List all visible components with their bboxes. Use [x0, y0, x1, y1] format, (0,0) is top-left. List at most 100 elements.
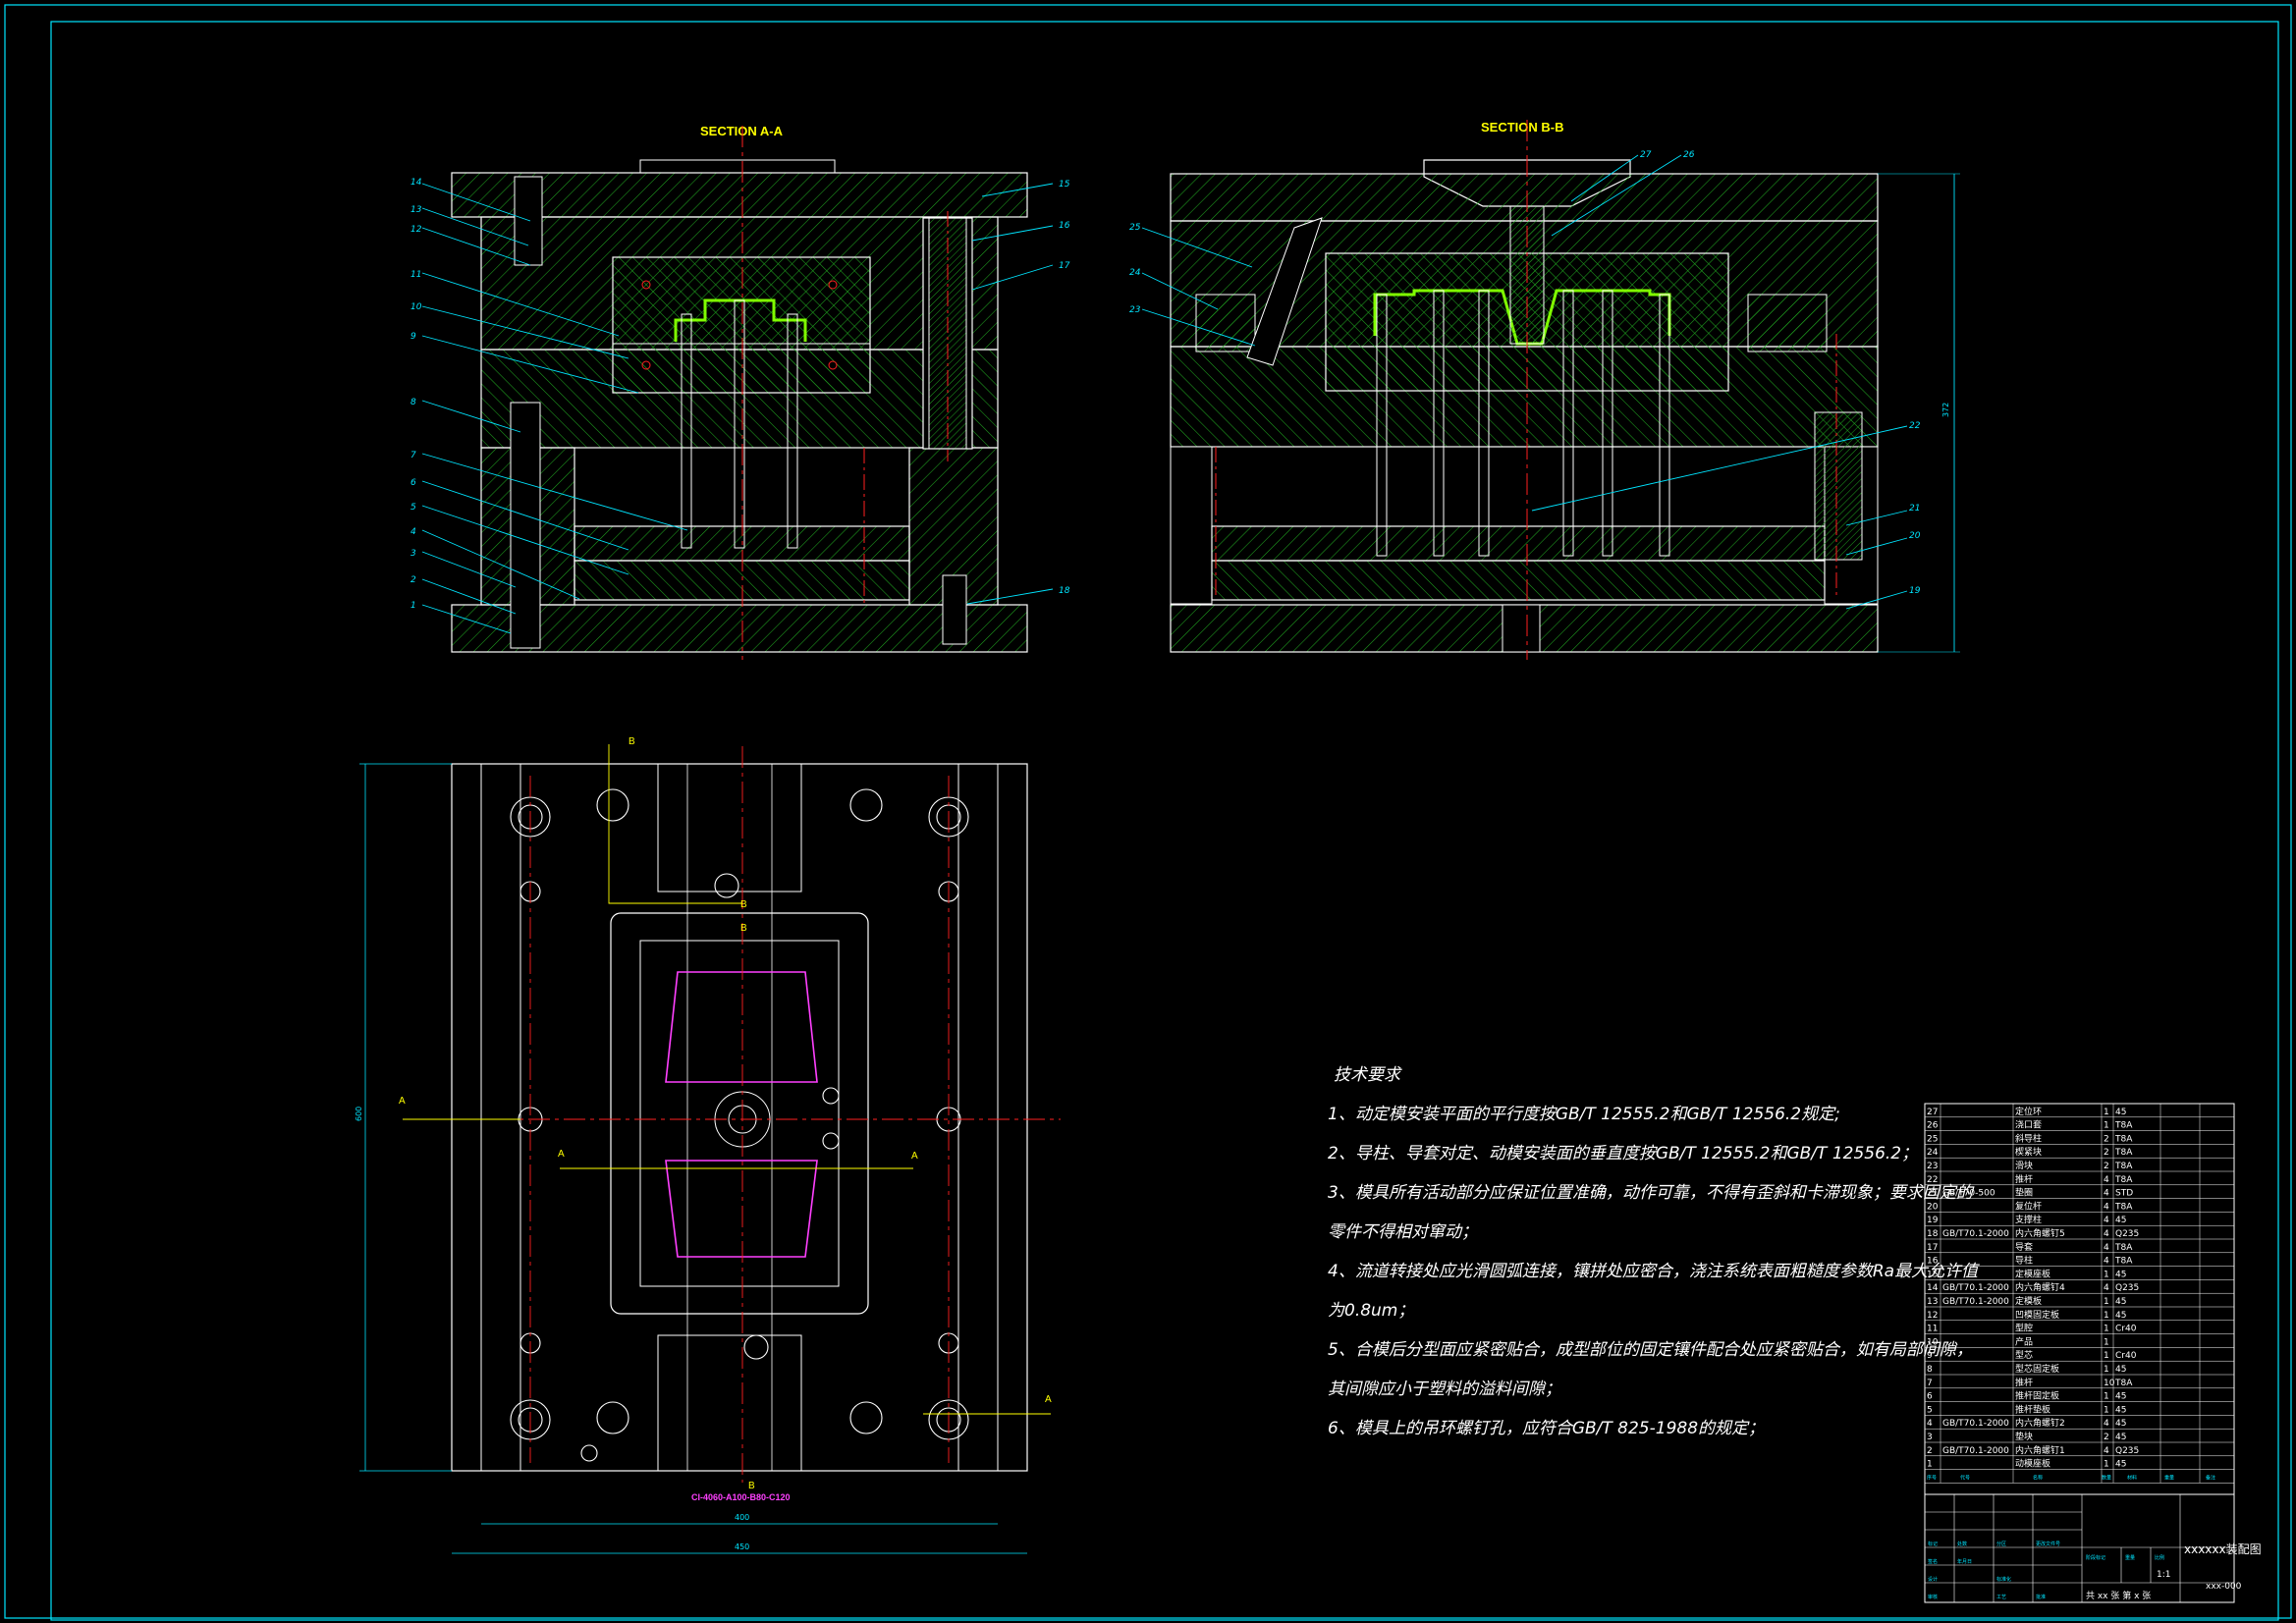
callout-b-21: 21	[1909, 504, 1920, 514]
callout-a-18: 18	[1059, 586, 1070, 596]
callout-a-17: 17	[1059, 261, 1070, 271]
bom-cell-qty: 4	[2104, 1257, 2109, 1267]
callout-a-3: 3	[410, 549, 416, 559]
dim-b-height: 372	[1941, 403, 1950, 417]
tb-label-weight: 重量	[2125, 1554, 2135, 1561]
bom-cell-name: 内六角螺钉2	[2015, 1417, 2065, 1429]
cut-mark-b1: B	[629, 736, 635, 747]
bom-cell-no: 5	[1927, 1405, 1933, 1415]
bom-cell-mat: T8A	[2114, 1162, 2133, 1171]
callout-a-7: 7	[410, 451, 416, 460]
bom-cell-mat: 45	[2115, 1405, 2126, 1415]
bom-cell-mat: 45	[2115, 1460, 2126, 1470]
sheet-count: 共 xx 张 第 x 张	[2086, 1590, 2151, 1601]
bom-cell-no: 9	[1927, 1351, 1933, 1361]
callout-a-5: 5	[410, 503, 416, 513]
bom-header-wt: 重量	[2164, 1474, 2174, 1481]
mold-base-label: CI-4060-A100-B80-C120	[691, 1492, 791, 1502]
bom-header-std: 代号	[1960, 1474, 1970, 1481]
bom-cell-name: 垫圈	[2015, 1187, 2033, 1199]
bom-cell-name: 产品	[2015, 1335, 2033, 1347]
bom-cell-qty: 2	[2104, 1433, 2109, 1442]
bom-cell-no: 11	[1927, 1325, 1938, 1334]
bom-cell-mat: 45	[2115, 1365, 2126, 1375]
dim-plan-600: 600	[355, 1107, 363, 1121]
bom-cell-mat: T8A	[2114, 1175, 2133, 1185]
bom-cell-no: 15	[1927, 1270, 1938, 1279]
bom-cell-name: 内六角螺钉1	[2015, 1444, 2065, 1456]
bom-cell-mat: Q235	[2115, 1229, 2139, 1239]
tb-label-stage: 阶段标记	[2086, 1554, 2105, 1561]
bom-cell-mat: T8A	[2114, 1243, 2133, 1253]
tb-label-date: 年月日	[1957, 1558, 1972, 1565]
callout-b-24: 24	[1129, 268, 1141, 278]
bom-cell-mat: 45	[2115, 1297, 2126, 1307]
bom-cell-qty: 4	[2104, 1283, 2109, 1293]
bom-cell-no: 16	[1927, 1257, 1939, 1267]
tech-req-line-8: 其间隙应小于塑料的溢料间隙；	[1328, 1380, 1561, 1399]
bom-header-name: 名称	[2033, 1474, 2043, 1481]
plan-insert	[610, 912, 869, 1315]
bom-cell-std: GB/T70.1-2000	[1942, 1283, 2009, 1293]
bom-cell-no: 23	[1927, 1162, 1938, 1171]
cut-mark-a1: A	[399, 1096, 406, 1107]
bom-cell-mat: Q235	[2115, 1446, 2139, 1456]
bom-cell-name: 型芯	[2015, 1349, 2033, 1361]
bom-cell-qty: 1	[2104, 1392, 2109, 1402]
bom-cell-qty: 1	[2104, 1460, 2109, 1470]
bom-cell-name: 复位杆	[2015, 1200, 2042, 1212]
tb-label-scale: 比例	[2155, 1554, 2164, 1561]
tb-label-design: 设计	[1928, 1576, 1938, 1583]
moving-clamp-plate-a	[451, 604, 1028, 653]
tb-label-standard: 标准化	[1996, 1576, 2011, 1583]
bom-cell-qty: 1	[2104, 1365, 2109, 1375]
callout-a-9: 9	[410, 332, 416, 342]
outer-frame	[4, 4, 2292, 1619]
bom-cell-mat: Q235	[2115, 1283, 2139, 1293]
fixed-clamp-plate-a	[451, 172, 1028, 218]
tb-label-process: 工艺	[1996, 1595, 2006, 1600]
section-b-title: SECTION B-B	[1481, 120, 1564, 135]
bom-cell-name: 斜导柱	[2015, 1132, 2042, 1144]
bom-cell-no: 21	[1927, 1189, 1938, 1199]
bom-cell-mat: 45	[2115, 1433, 2126, 1442]
scale-value: 1:1	[2157, 1570, 2170, 1580]
bom-cell-mat: T8A	[2114, 1202, 2133, 1212]
bom-cell-mat: T8A	[2114, 1121, 2133, 1131]
bom-cell-no: 2	[1927, 1446, 1933, 1456]
bom-cell-qty: 2	[2104, 1134, 2109, 1144]
bom-cell-name: 定模板	[2015, 1295, 2042, 1307]
callout-a-4: 4	[410, 527, 416, 537]
bom-cell-qty: 2	[2104, 1148, 2109, 1158]
bom-cell-qty: 2	[2104, 1162, 2109, 1171]
bom-cell-qty: 1	[2104, 1121, 2109, 1131]
cut-mark-b2: B	[740, 899, 747, 910]
bom-cell-name: 垫块	[2015, 1431, 2033, 1442]
cut-mark-b4: B	[748, 1481, 755, 1491]
bom-cell-no: 12	[1927, 1311, 1938, 1321]
technical-requirements: 技术要求 1、动定模安装平面的平行度按GB/T 12555.2和GB/T 125…	[1328, 1065, 1980, 1438]
callout-a-6: 6	[410, 478, 416, 488]
bom-cell-qty: 1	[2104, 1351, 2109, 1361]
bom-cell-name: 定模座板	[2015, 1268, 2050, 1279]
tech-req-line-7: 5、合模后分型面应紧密贴合，成型部位的固定镶件配合处应紧密贴合，如有局部间隙，	[1328, 1340, 1973, 1360]
callout-b-23: 23	[1129, 305, 1141, 315]
bom-cell-no: 22	[1927, 1175, 1938, 1185]
tb-label-approve: 批准	[2036, 1594, 2046, 1600]
bom-cell-mat: Cr40	[2115, 1325, 2137, 1334]
callout-b-22: 22	[1909, 421, 1921, 431]
bom-cell-qty: 4	[2104, 1419, 2109, 1429]
bom-cell-mat: 45	[2115, 1419, 2126, 1429]
callout-a-13: 13	[410, 205, 422, 215]
drawing-number: xxx-000	[2206, 1582, 2242, 1592]
bom-cell-no: 18	[1927, 1229, 1939, 1239]
callout-a-10: 10	[410, 302, 422, 312]
bom-cell-no: 10	[1927, 1337, 1939, 1347]
bom-cell-no: 1	[1927, 1460, 1933, 1470]
bom-cell-name: 推杆固定板	[2015, 1390, 2059, 1402]
bom-header-mat: 材料	[2127, 1474, 2137, 1481]
inner-frame	[50, 21, 2279, 1621]
cut-mark-a2: A	[558, 1149, 565, 1160]
